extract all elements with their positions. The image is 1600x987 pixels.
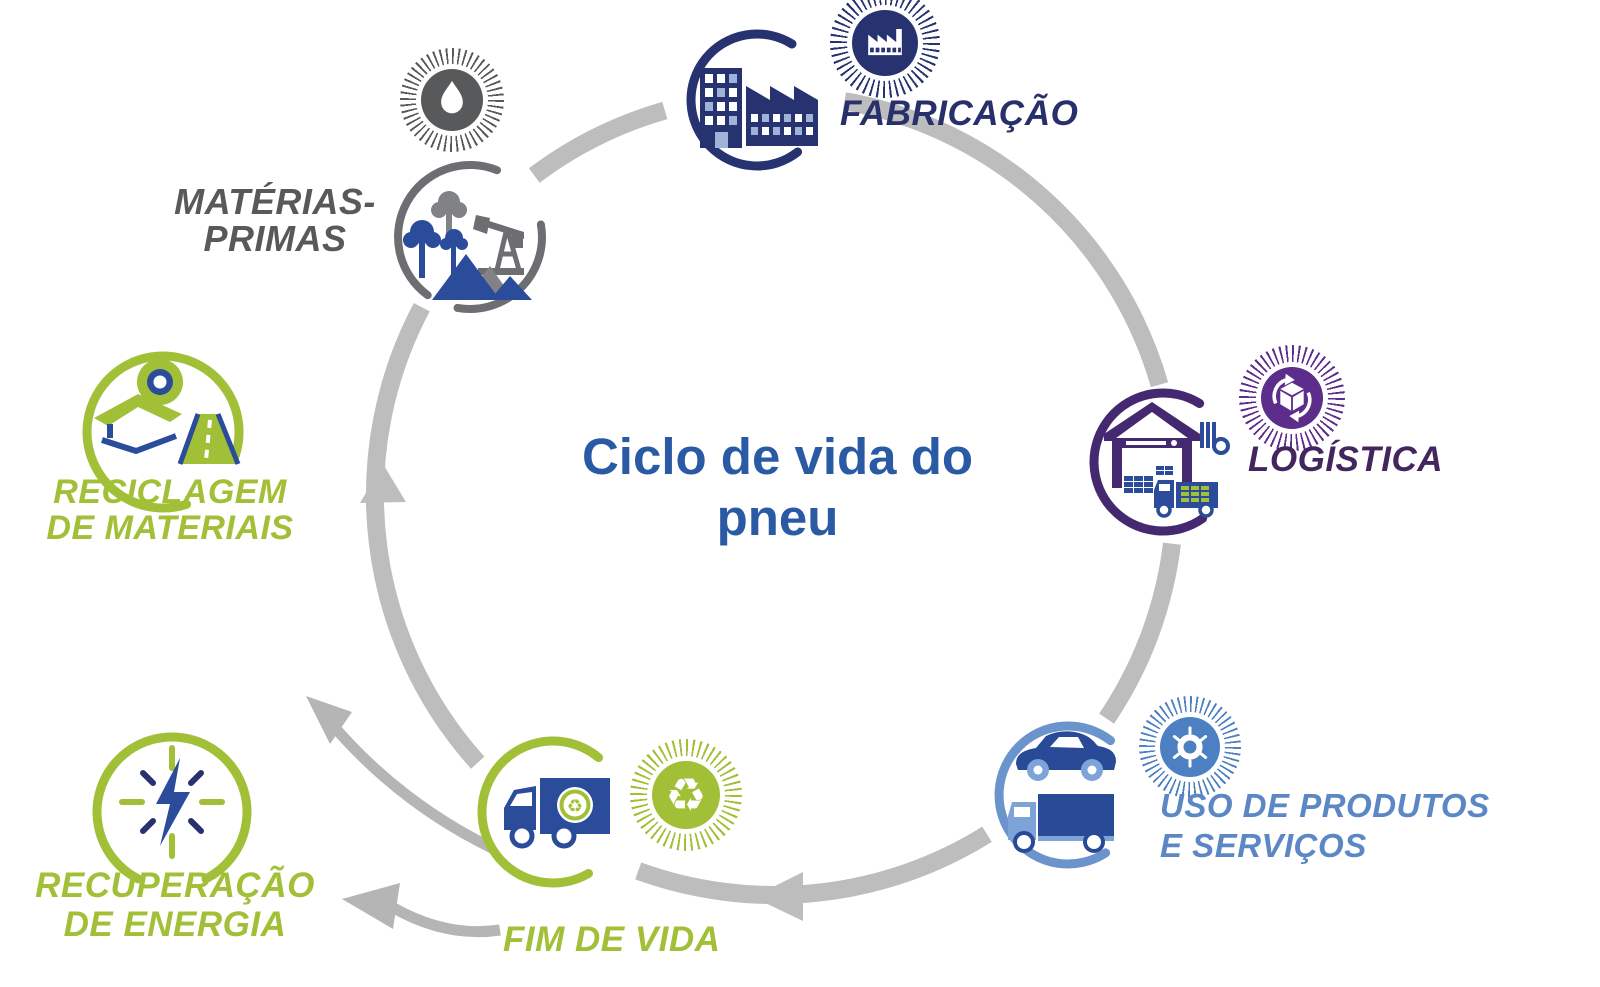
label-reciclagem-line2: DE MATERIAIS [46, 509, 294, 547]
ring-arc-materias-fabricacao [528, 101, 668, 183]
pallet-stacks-icon [1124, 466, 1173, 493]
recycle-badge: ♻ [630, 739, 742, 851]
diagram-title: Ciclo de vida do pneu [545, 426, 1010, 548]
title-line-2: do pneu [716, 428, 974, 546]
label-recuperacao-energia: RECUPERAÇÃO DE ENERGIA [20, 866, 330, 944]
tire-badge [1139, 696, 1241, 798]
label-reciclagem-materiais: RECICLAGEM DE MATERIAIS [15, 474, 325, 546]
label-fabricacao: FABRICAÇÃO [840, 94, 1079, 133]
recycle-icon: ♻ [665, 768, 707, 822]
title-line-1: Ciclo de vida [581, 428, 897, 485]
stage-circle-fim-de-vida [477, 736, 604, 888]
label-fim-de-vida: FIM DE VIDA [503, 920, 721, 959]
ring-arc-fabricacao-logistica [842, 92, 1169, 388]
branch-arrow-to-energy [342, 883, 501, 938]
label-recuperacao-line2: DE ENERGIA [63, 905, 287, 944]
package-cycle-icon [1272, 373, 1312, 423]
flow-arrowhead-left [360, 464, 406, 503]
label-recuperacao-line1: RECUPERAÇÃO [35, 866, 315, 905]
flow-arrowhead-bottom [753, 872, 803, 921]
water-drop-badge [400, 48, 504, 152]
label-uso-produtos: USO DE PRODUTOS E SERVIÇOS [1160, 786, 1490, 866]
warehouse-pallets-truck-icon [1104, 402, 1230, 518]
delivery-truck-icon [1008, 794, 1114, 853]
trees-oil-derrick-mountains-icon [403, 191, 532, 300]
building-factory-icon [700, 68, 818, 148]
label-materias-line1: MATÉRIAS- [174, 181, 376, 222]
recycling-truck-icon: ♻ [504, 778, 610, 849]
branch-arrow-to-recycling [306, 696, 495, 853]
stage-circle-logistica [1089, 388, 1208, 536]
label-materias-line2: PRIMAS [203, 218, 347, 259]
car-icon [1016, 731, 1116, 781]
label-materias-primas: MATÉRIAS- PRIMAS [150, 183, 400, 257]
label-uso-line2: E SERVIÇOS [1160, 827, 1367, 864]
stage-circle-recuperacao [92, 732, 252, 884]
package-cycle-badge [1239, 345, 1345, 451]
label-uso-line1: USO DE PRODUTOS [1160, 787, 1490, 824]
factory-icon [868, 29, 902, 56]
oil-pumpjack-icon [473, 215, 524, 275]
ring-arc-fim-materias [365, 302, 485, 769]
lightning-energy-icon [119, 745, 225, 859]
racking-icon [1200, 422, 1230, 455]
label-reciclagem-line1: RECICLAGEM [53, 473, 287, 511]
ring-arc-uso-fim [635, 826, 992, 904]
cargo-truck-icon [1154, 480, 1218, 518]
tape-roll-roof-road-icon [94, 359, 241, 465]
factory-badge [830, 0, 940, 98]
label-logistica: LOGÍSTICA [1248, 440, 1444, 479]
car-and-truck-icon [1008, 731, 1116, 853]
stage-circle-reciclagem [82, 351, 244, 513]
tire-icon [1172, 726, 1208, 768]
water-drop-icon [441, 80, 463, 114]
stage-circle-fabricacao [686, 29, 803, 171]
ring-arc-logistica-uso [1099, 542, 1181, 724]
truck-recycle-tire-icon: ♻ [567, 796, 583, 817]
stage-circle-uso [994, 721, 1115, 869]
cycle-ring [365, 92, 1181, 904]
